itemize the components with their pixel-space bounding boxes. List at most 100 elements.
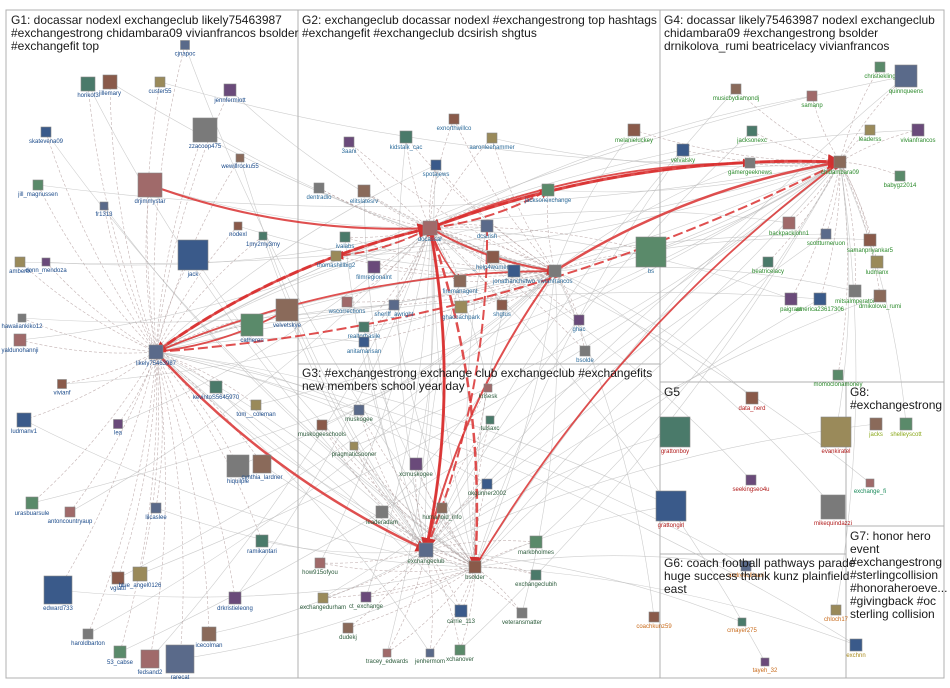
node-label: dcsirish	[477, 234, 497, 240]
node-label: likely75463987	[136, 361, 177, 367]
node-avatar	[431, 160, 441, 170]
network-node: dentradio	[306, 183, 332, 201]
node-avatar	[649, 612, 659, 622]
network-node: bsolde	[576, 346, 594, 364]
node-avatar	[738, 618, 746, 626]
node-label: yaldunohannji	[1, 348, 38, 354]
node-label: 1my2my3my	[246, 242, 280, 248]
network-edge	[140, 352, 159, 574]
network-node: aaronleehammer	[469, 133, 514, 151]
node-label: pragmaticsooner	[332, 452, 377, 458]
node-avatar	[580, 346, 590, 356]
group-title-g2: G2: exchangeclub docassar nodexl #exchan…	[302, 13, 657, 40]
node-label: nodexl	[229, 232, 247, 238]
node-label: spotajews	[423, 172, 450, 178]
node-label: exchangeclubih	[515, 582, 557, 588]
network-node: skatevena09	[29, 127, 64, 145]
network-node: ramikantari	[247, 535, 277, 555]
node-avatar	[202, 627, 216, 641]
network-node: jenhermom	[414, 649, 445, 665]
node-avatar	[542, 184, 554, 196]
node-avatar	[636, 237, 666, 267]
node-avatar	[18, 314, 26, 322]
network-edge	[555, 162, 840, 271]
network-node: custer55	[148, 77, 172, 95]
node-label: exchange_fi	[854, 489, 886, 495]
node-avatar	[224, 84, 236, 96]
network-node: backpackjohn1	[769, 217, 810, 237]
node-label: ludmanx	[866, 270, 889, 276]
group-title-g6: G6: coach football pathways paradehuge s…	[664, 556, 856, 596]
network-node: bs	[636, 237, 666, 275]
network-node: xchanover	[446, 645, 474, 663]
network-edge	[147, 82, 160, 352]
node-label: tulsaxc	[481, 426, 500, 432]
node-avatar	[361, 592, 371, 602]
node-label: backpackjohn1	[769, 231, 810, 237]
node-avatar	[628, 124, 640, 136]
node-label: filmregionalnt	[356, 275, 392, 281]
node-avatar	[761, 658, 769, 666]
node-avatar	[229, 592, 241, 604]
network-node: rarecat	[166, 645, 194, 681]
node-avatar	[783, 217, 795, 229]
node-avatar	[133, 567, 147, 581]
node-label: velvalsky	[671, 158, 695, 164]
node-label: donn_mendoza	[25, 268, 67, 274]
network-edge	[336, 162, 840, 256]
node-label: tracey_edwards	[366, 659, 408, 665]
network-node: 1my2my3my	[246, 232, 280, 248]
node-label: xchanover	[446, 657, 474, 663]
network-node: melanieluckey	[615, 124, 653, 144]
node-label: veteransmatter	[502, 620, 542, 626]
node-avatar	[155, 77, 165, 87]
network-edge	[475, 567, 522, 613]
node-avatar	[821, 417, 851, 447]
node-avatar	[368, 261, 380, 273]
network-node: fr1313	[95, 202, 113, 218]
node-avatar	[65, 507, 75, 517]
node-avatar	[455, 645, 465, 655]
network-node: vivianfrancos	[900, 124, 935, 144]
network-node: babygz2014	[884, 171, 917, 189]
node-label: xcmuskogee	[399, 472, 433, 478]
node-avatar	[100, 202, 108, 210]
network-node: christiekling	[864, 62, 895, 80]
node-avatar	[481, 220, 493, 232]
node-avatar	[549, 265, 561, 277]
network-node: edward733	[43, 576, 73, 612]
network-node: exchnn	[846, 639, 865, 659]
group-title-g7: G7: honor heroevent#exchangestrong#sterl…	[850, 529, 947, 621]
network-edge	[150, 185, 430, 229]
node-avatar	[259, 232, 267, 240]
node-avatar	[469, 561, 481, 573]
node-label: ramikantari	[247, 549, 277, 555]
network-edge	[156, 352, 235, 598]
node-avatar	[227, 455, 249, 477]
network-node: donn_mendoza	[25, 258, 67, 274]
node-label: musicbydiamondj	[713, 96, 759, 102]
node-avatar	[350, 442, 358, 450]
node-avatar	[487, 251, 499, 263]
node-label: how915ofyou	[302, 570, 338, 576]
network-edge	[475, 76, 906, 567]
node-label: jillemary	[98, 91, 121, 97]
network-edge	[146, 185, 156, 352]
node-label: docassar	[418, 237, 442, 243]
network-node: horikof3	[77, 77, 99, 99]
network-node: 3aani	[342, 137, 357, 155]
network-node: evankiratel	[821, 417, 851, 455]
network-node: hawaiiankiko12	[1, 314, 43, 330]
node-label: aaronleehammer	[469, 145, 514, 151]
network-edge	[430, 138, 492, 228]
node-avatar	[251, 400, 261, 410]
node-avatar	[178, 240, 208, 270]
node-avatar	[821, 229, 831, 239]
node-avatar	[383, 649, 391, 657]
node-label: humanoid_info	[422, 515, 462, 521]
network-edge	[118, 352, 156, 578]
node-avatar	[834, 156, 846, 168]
node-label: carrie_113	[447, 619, 476, 625]
node-label: kidstalk_cac	[390, 145, 423, 151]
